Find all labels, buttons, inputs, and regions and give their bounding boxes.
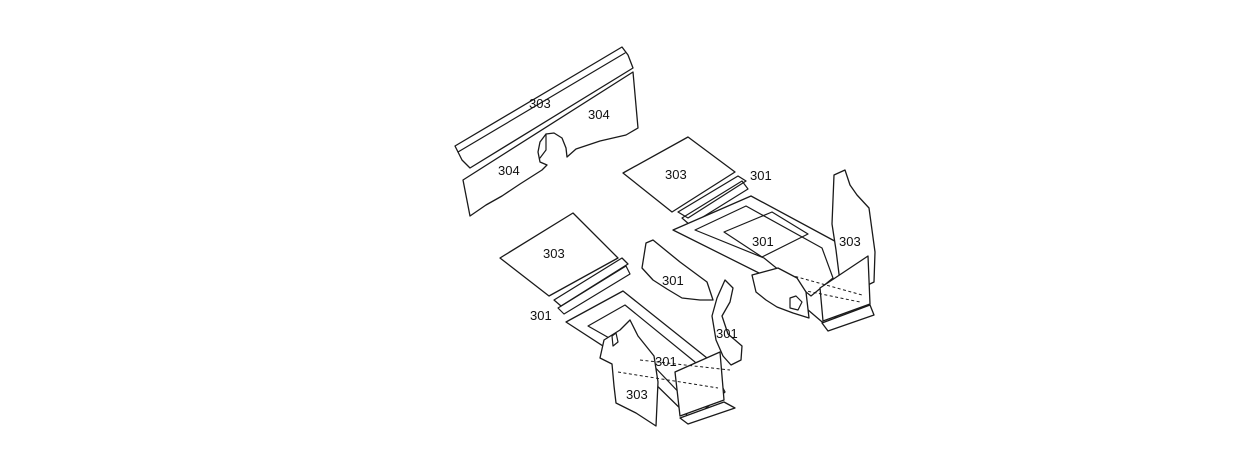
label-right-floor: 301 xyxy=(752,234,774,249)
left-plate-shape xyxy=(499,212,619,297)
left-assembly xyxy=(499,212,743,427)
label-left-rail-panel: 301 xyxy=(662,273,684,288)
left-side-panel-shape xyxy=(711,279,743,366)
top-panel-upper-shape xyxy=(454,46,634,169)
label-right-rail: 301 xyxy=(750,168,772,183)
left-rail-panel-shape xyxy=(641,239,714,301)
left-hidden-line-2 xyxy=(617,371,719,389)
top-panel-fold-line xyxy=(457,52,626,153)
left-rail-detail xyxy=(557,265,631,315)
label-top-panel-left: 304 xyxy=(498,163,520,178)
left-end-tray-shape xyxy=(679,401,736,425)
label-left-rail: 301 xyxy=(530,308,552,323)
right-floor-inner-2 xyxy=(723,211,809,258)
right-inner-panel-hole xyxy=(789,295,803,311)
right-end-tray-shape xyxy=(821,304,875,332)
left-rail-shape xyxy=(553,257,629,307)
label-left-plate: 303 xyxy=(543,246,565,261)
label-left-floor: 301 xyxy=(655,354,677,369)
right-plate-shape xyxy=(622,136,736,213)
label-left-side-panel: 301 xyxy=(716,326,738,341)
left-bottom-panel-shape xyxy=(599,319,659,427)
left-bottom-panel-hole xyxy=(611,332,619,347)
right-inner-panel-shape xyxy=(751,267,810,319)
label-right-plate: 303 xyxy=(665,167,687,182)
right-rail-detail xyxy=(681,180,749,226)
notch-detail xyxy=(539,133,547,159)
right-assembly xyxy=(622,136,876,332)
right-hidden-line-1 xyxy=(789,274,863,296)
label-left-bottom-panel: 303 xyxy=(626,387,648,402)
top-cross-member xyxy=(454,46,639,217)
label-top-panel-upper: 303 xyxy=(529,96,551,111)
right-floor-inner xyxy=(694,205,834,297)
left-hidden-line-1 xyxy=(639,359,731,371)
right-end-panel-shape xyxy=(819,255,871,322)
label-right-side-panel: 303 xyxy=(839,234,861,249)
label-top-panel-right: 304 xyxy=(588,107,610,122)
